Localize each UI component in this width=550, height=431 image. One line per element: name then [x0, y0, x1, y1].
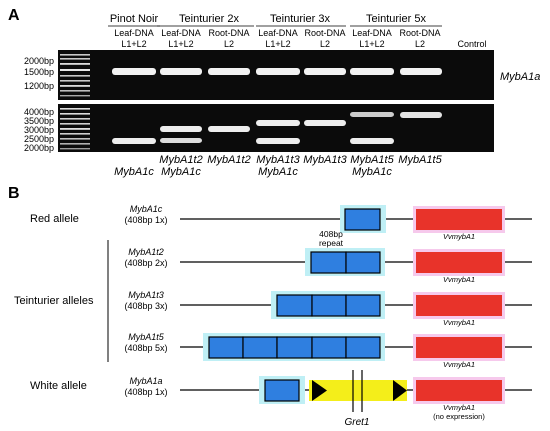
allele-size: (408bp 1x)	[124, 215, 167, 225]
lane-product-label: MybA1t2	[207, 154, 250, 166]
group-name-teinturier-5x: Teinturier 5x	[366, 13, 426, 25]
lane-label: Root-DNA	[399, 28, 440, 38]
lane-label: Leaf-DNA	[114, 28, 154, 38]
lane-product-label: MybA1t3	[256, 154, 300, 166]
repeat-unit	[310, 251, 347, 274]
lane-product-label: MybA1t5	[350, 154, 394, 166]
allele-size: (408bp 2x)	[124, 258, 167, 268]
repeat-unit	[311, 336, 347, 359]
ladder-top	[60, 54, 90, 97]
category-red-allele: Red allele	[30, 213, 79, 225]
gel-bottom-bands	[112, 112, 442, 144]
category-teinturier-alleles: Teinturier alleles	[14, 295, 94, 307]
gene-box	[416, 380, 502, 401]
ladder-mark: 3000bp	[24, 125, 54, 135]
gel-bottom	[58, 104, 494, 152]
gene-box	[416, 337, 502, 358]
repeat-unit	[345, 251, 381, 274]
gene-box	[416, 252, 502, 273]
lane-label: L1+L2	[121, 39, 146, 49]
ladder-mark: 2500bp	[24, 134, 54, 144]
lane-product-label: MybA1t3	[303, 154, 347, 166]
ladder-mark: 4000bp	[24, 107, 54, 117]
gret1-retrotransposon	[309, 380, 407, 401]
allele-size: (408bp 5x)	[124, 343, 167, 353]
lane-product-label: MybA1c	[114, 166, 154, 178]
ladder-mark: 1500bp	[24, 67, 54, 77]
no-expression-label: (no expression)	[433, 412, 485, 421]
ladder-mark: 3500bp	[24, 116, 54, 126]
ladder-mark: 1200bp	[24, 81, 54, 91]
repeat-unit	[344, 208, 381, 231]
group-name-teinturier-3x: Teinturier 3x	[270, 13, 330, 25]
gel-top-label: MybA1a	[500, 71, 540, 83]
lane-product-label: MybA1c	[352, 166, 392, 178]
lane-label: L1+L2	[359, 39, 384, 49]
panel-b-label: B	[8, 185, 20, 202]
gene-label: VvmybA1	[443, 275, 475, 284]
allele-name: MybA1t2	[128, 247, 164, 257]
gene-box	[416, 209, 502, 230]
repeat-unit	[276, 294, 313, 317]
gene-label: VvmybA1	[443, 318, 475, 327]
lane-label: L2	[224, 39, 234, 49]
ladder-bottom	[60, 108, 90, 150]
gret1-label: Gret1	[344, 417, 369, 428]
allele-name: MybA1c	[130, 204, 163, 214]
repeat-unit	[264, 379, 300, 402]
lane-label: Root-DNA	[208, 28, 249, 38]
allele-size: (408bp 3x)	[124, 301, 167, 311]
ladder-mark: 2000bp	[24, 56, 54, 66]
repeat-unit	[242, 336, 278, 359]
lane-label: Leaf-DNA	[161, 28, 201, 38]
lane-label: Leaf-DNA	[258, 28, 298, 38]
repeat-unit	[208, 336, 244, 359]
category-white-allele: White allele	[30, 380, 87, 392]
group-name-pinot-noir: Pinot Noir	[110, 13, 159, 25]
ltr-arrow-right	[393, 380, 407, 401]
lane-label: L2	[415, 39, 425, 49]
repeat-annotation: repeat	[319, 238, 344, 248]
lane-product-label: MybA1c	[258, 166, 298, 178]
repeat-unit	[276, 336, 313, 359]
group-name-teinturier-2x: Teinturier 2x	[179, 13, 239, 25]
ladder-mark: 2000bp	[24, 143, 54, 153]
allele-name: MybA1a	[129, 376, 162, 386]
gene-box	[416, 295, 502, 316]
lane-label: Root-DNA	[304, 28, 345, 38]
gene-label: VvmybA1	[443, 403, 475, 412]
allele-size: (408bp 1x)	[124, 387, 167, 397]
panel-a-label: A	[8, 7, 20, 24]
ltr-arrow-left	[312, 380, 327, 401]
lane-label: Leaf-DNA	[352, 28, 392, 38]
lane-product-label: MybA1t5	[398, 154, 442, 166]
lane-label: L1+L2	[265, 39, 290, 49]
lane-label: L1+L2	[168, 39, 193, 49]
gene-label: VvmybA1	[443, 232, 475, 241]
lane-product-label: MybA1t2	[159, 154, 202, 166]
allele-name: MybA1t5	[128, 332, 165, 342]
gel-top-bands	[112, 68, 442, 75]
lane-label: L2	[320, 39, 330, 49]
repeat-unit	[311, 294, 347, 317]
repeat-unit	[345, 336, 381, 359]
gene-label: VvmybA1	[443, 360, 475, 369]
allele-name: MybA1t3	[128, 290, 164, 300]
control-label: Control	[457, 39, 486, 49]
lane-product-label: MybA1c	[161, 166, 201, 178]
repeat-unit	[345, 294, 381, 317]
repeat-annotation: 408bp	[319, 229, 343, 239]
